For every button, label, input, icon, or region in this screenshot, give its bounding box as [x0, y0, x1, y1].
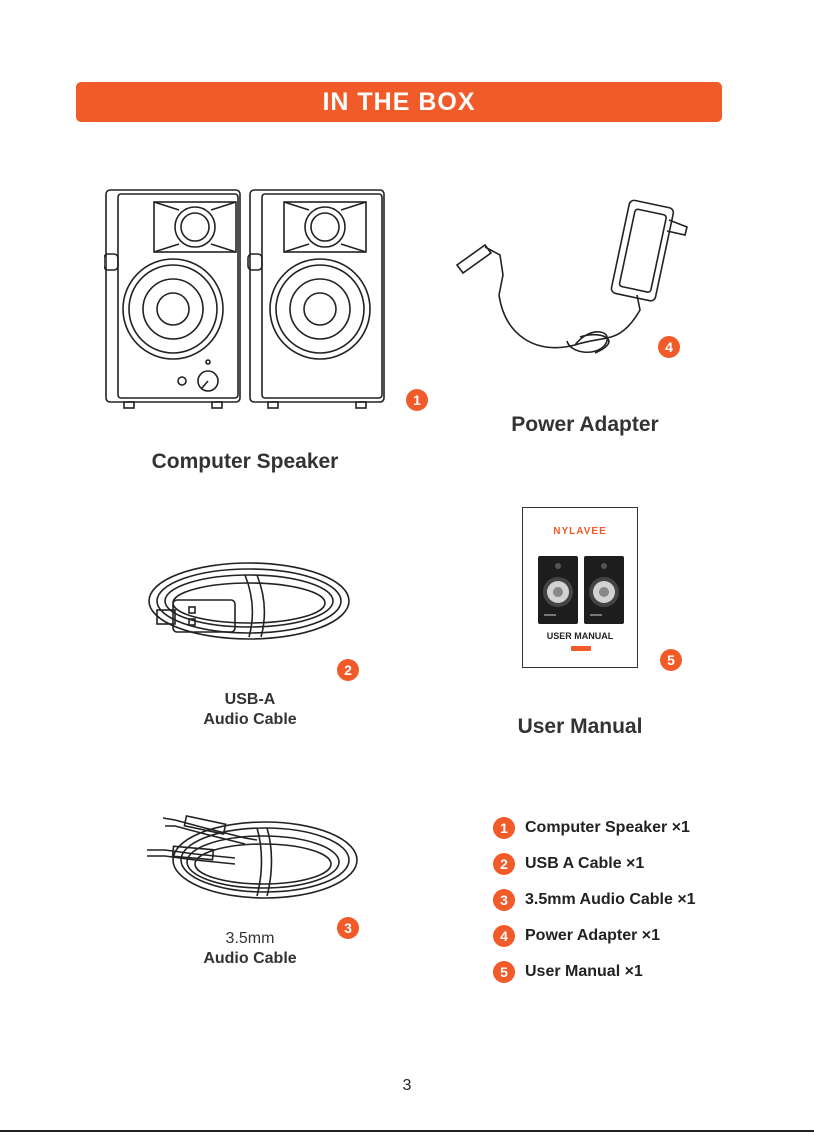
item-badge-3: 3	[337, 917, 359, 939]
footer-divider	[0, 1130, 814, 1132]
left-speaker	[104, 190, 240, 408]
manual-speakers-thumbnail	[536, 554, 626, 626]
caption-usb-a-line2: Audio Cable	[170, 710, 330, 730]
caption-usb-a-cable: USB-A Audio Cable	[170, 690, 330, 730]
user-manual-cover: NYLAVEE USER MANUAL	[522, 507, 638, 668]
caption-3-5mm-line2: Audio Cable	[170, 949, 330, 969]
page-number: 3	[0, 1077, 814, 1095]
computer-speaker-illustration	[104, 188, 386, 410]
item-badge-1: 1	[406, 389, 428, 411]
item-badge-5: 5	[660, 649, 682, 671]
checklist-item: 1 Computer Speaker ×1	[493, 810, 696, 846]
caption-user-manual: User Manual	[470, 715, 690, 739]
manual-title: USER MANUAL	[523, 631, 637, 641]
usb-a-cable-illustration	[145, 555, 355, 650]
item-badge-2: 2	[337, 659, 359, 681]
checklist-text: USB A Cable ×1	[525, 855, 644, 873]
checklist-badge: 2	[493, 853, 515, 875]
checklist-text: 3.5mm Audio Cable ×1	[525, 891, 696, 909]
checklist-badge: 5	[493, 961, 515, 983]
item-badge-4: 4	[658, 336, 680, 358]
caption-3-5mm-cable: 3.5mm Audio Cable	[170, 929, 330, 969]
checklist-badge: 1	[493, 817, 515, 839]
checklist-text: Power Adapter ×1	[525, 927, 660, 945]
checklist-item: 2 USB A Cable ×1	[493, 846, 696, 882]
checklist-item: 3 3.5mm Audio Cable ×1	[493, 882, 696, 918]
caption-usb-a-line1: USB-A	[170, 690, 330, 710]
section-title: IN THE BOX	[322, 88, 475, 117]
caption-power-adapter: Power Adapter	[470, 413, 700, 437]
checklist-text: Computer Speaker ×1	[525, 819, 690, 837]
checklist-item: 5 User Manual ×1	[493, 954, 696, 990]
checklist-badge: 4	[493, 925, 515, 947]
section-banner: IN THE BOX	[76, 82, 722, 122]
checklist-badge: 3	[493, 889, 515, 911]
3-5mm-cable-illustration	[145, 808, 360, 903]
manual-brand: NYLAVEE	[523, 526, 637, 537]
right-speaker	[248, 190, 384, 408]
contents-checklist: 1 Computer Speaker ×1 2 USB A Cable ×1 3…	[493, 810, 696, 990]
caption-computer-speaker: Computer Speaker	[120, 450, 370, 474]
caption-3-5mm-line1: 3.5mm	[170, 929, 330, 949]
checklist-item: 4 Power Adapter ×1	[493, 918, 696, 954]
manual-tag	[571, 646, 591, 651]
checklist-text: User Manual ×1	[525, 963, 643, 981]
